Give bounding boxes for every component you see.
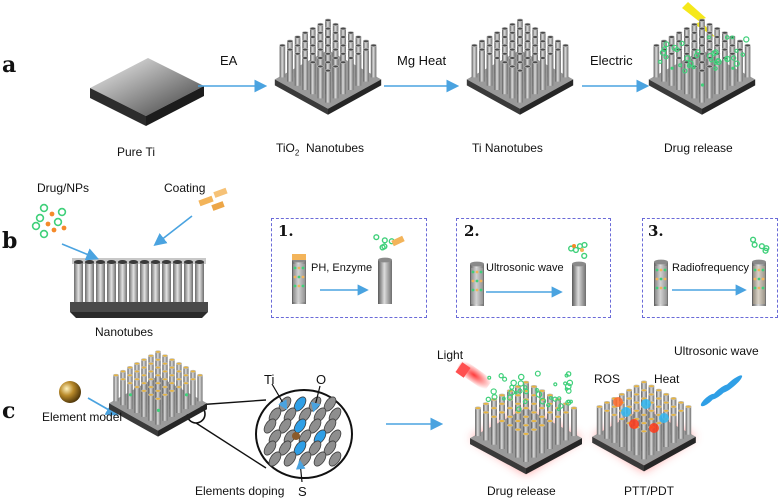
single-nanotube [378,257,392,304]
stimulus-ph-enzyme: PH, Enzyme [311,262,373,274]
ros-spot [641,399,651,409]
doped-lattice [263,383,342,483]
ros-spot [621,407,631,417]
doped-nanotube-array [109,350,207,437]
drug-bubble [373,234,380,241]
row-label-c: c [2,398,16,424]
caption-tio2: TiO [276,141,295,155]
label-element-model: Element model [42,410,123,424]
pointer-ti [271,383,288,411]
pure-ti-block [90,58,204,126]
caption-nanotubes: Nanotubes [95,325,154,339]
zoom-line-bottom [195,422,267,469]
caption-drug-release-a: Drug release [664,141,733,155]
single-nanotube [752,259,766,306]
single-nanotube [654,259,668,306]
release-panel-3 [642,218,778,318]
row-label-b: b [2,228,18,254]
stimulus-radiofrequency: Radiofrequency [672,262,750,274]
label-coating: Coating [164,181,206,195]
drug-nanoparticles-icon [31,203,67,239]
ultrasonic-wave-icon [700,375,743,407]
label-s-atom: S [298,484,307,499]
step-label-mg-heat: Mg Heat [397,53,447,68]
drug-release-array-c [470,380,582,475]
arrow-drug-to-tubes [61,243,99,261]
panel-number-2: 2. [464,222,480,240]
heat-spot [649,423,659,433]
drug-release-array-a [648,18,756,115]
caption-tio2-subscript: 2 [294,148,300,158]
arrow-element-to-array [87,397,119,416]
tio2-nanotube-array [274,18,382,115]
panel-number-1: 1. [278,222,294,240]
pointer-s [295,459,306,483]
released-drug-particles [658,35,750,74]
ti-nanotube-array [466,18,574,115]
coating-flakes-icon [198,187,228,211]
step-label-ea: EA [220,53,238,68]
single-nanotube [572,261,586,306]
caption-drug-release-c: Drug release [487,484,556,498]
label-o-atom: O [316,372,327,387]
row-label-a: a [2,52,17,78]
single-nanotube [292,257,306,304]
label-ros: ROS [594,372,621,386]
heat-spot [613,397,623,407]
pointer-o [311,385,321,413]
step-label-electric: Electric [590,53,633,68]
panel-number-3: 3. [648,222,664,240]
drug-bubble [381,243,388,250]
drug-bubble [572,246,580,254]
label-light: Light [437,348,464,362]
label-ti-atom: Ti [264,372,275,387]
release-panel-1 [271,218,427,318]
caption-elements-doping: Elements doping [195,484,285,498]
arrow-coating-to-tubes [153,215,193,246]
released-drug-particles [485,370,574,412]
drug-bubble [381,237,388,244]
ros-spot [659,413,669,423]
ptt-pdt-array [592,380,696,472]
label-heat: Heat [654,372,680,386]
stimulus-ultrasonic: Ultrosonic wave [486,262,564,274]
drug-bubble [749,236,757,243]
zoom-line-top [195,399,267,406]
drug-bubble [576,243,584,250]
caption-ti-nanotubes: Ti Nanotubes [472,141,543,155]
light-beam-icon [455,358,493,392]
release-panel-2 [456,218,611,318]
nanotube-array-side [70,258,208,318]
caption-tio2-rest: Nanotubes [306,141,365,155]
caption-ptt-pdt: PTT/PDT [624,484,674,498]
heat-spot [629,419,639,429]
caption-tio2-nanotubes: TiO2 Nanotubes [276,141,364,157]
caption-pure-ti: Pure Ti [117,145,156,159]
single-nanotube [470,261,484,306]
label-ultrasonic-wave: Ultrosonic wave [674,344,759,358]
element-model-sphere [59,381,81,403]
drug-bubble [581,252,588,259]
label-drug-nps: Drug/NPs [37,181,90,195]
drug-bubble [763,245,770,252]
